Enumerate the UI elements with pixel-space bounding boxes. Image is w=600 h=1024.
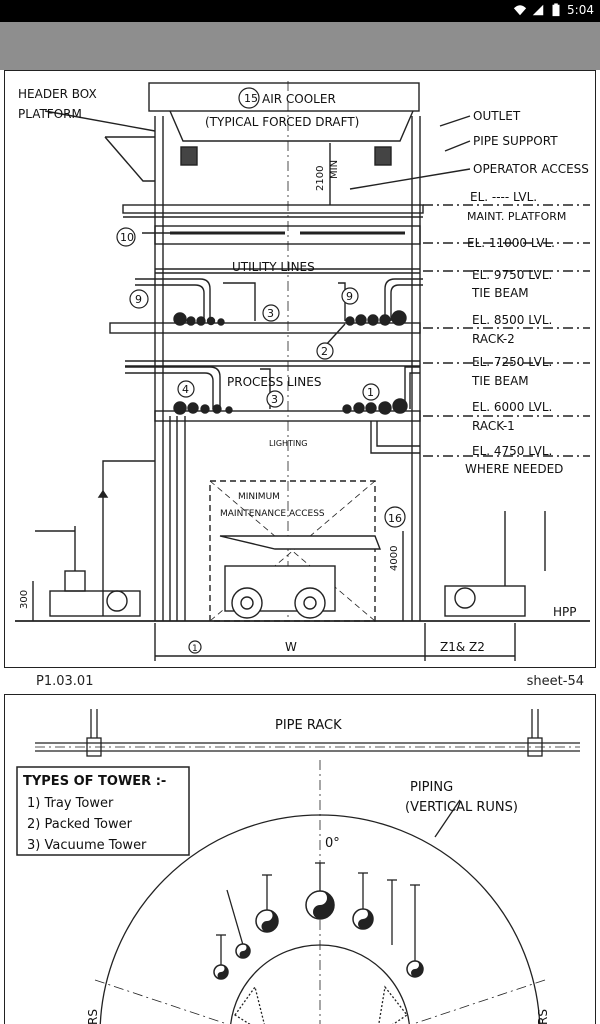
callout-2: 2 — [321, 345, 328, 358]
status-time: 5:04 — [567, 3, 594, 17]
callout-10: 10 — [120, 231, 134, 244]
label-platform: PLATFORM — [18, 107, 82, 121]
side-label-left: RS — [86, 1009, 100, 1024]
label-header-box: HEADER BOX — [18, 87, 97, 101]
callout-9a: 9 — [135, 293, 142, 306]
sheet-footer: P1.03.01 sheet-54 — [0, 674, 600, 690]
tower-type-2: 2) Packed Tower — [27, 817, 133, 832]
label-utility-lines: UTILITY LINES — [232, 260, 315, 274]
label-hpp: HPP — [553, 605, 577, 619]
drawing-sheet-2[interactable]: PIPE RACK PIPING (VERTICAL RUNS) 0° TYPE… — [4, 694, 596, 1024]
label-w: W — [285, 640, 297, 654]
label-tie-beam-1: TIE BEAM — [471, 286, 529, 300]
label-el-8500: EL. 8500 LVL. — [472, 313, 552, 327]
battery-icon — [552, 3, 560, 17]
label-pipe-rack: PIPE RACK — [275, 718, 342, 733]
callout-4: 4 — [182, 383, 189, 396]
dim-300: 300 — [19, 590, 30, 609]
wifi-icon — [513, 5, 527, 16]
sheet-number: sheet-54 — [526, 674, 584, 689]
label-forced-draft: (TYPICAL FORCED DRAFT) — [205, 115, 359, 129]
tower-type-1: 1) Tray Tower — [27, 796, 114, 811]
label-minimum: MINIMUM — [238, 492, 280, 502]
callout-15: 15 — [244, 92, 258, 105]
label-el-9750: EL. 9750 LVL. — [472, 268, 552, 282]
label-air-cooler: AIR COOLER — [262, 92, 336, 106]
label-maint-platform: MAINT. PLATFORM — [467, 210, 566, 223]
callout-1: 1 — [367, 386, 374, 399]
tower-type-3: 3) Vacuume Tower — [27, 838, 147, 853]
tower-types-title: TYPES OF TOWER :- — [23, 774, 166, 789]
dim-min: MIN — [329, 160, 340, 179]
side-label-right: RS — [536, 1009, 550, 1024]
status-bar: 5:04 — [0, 0, 600, 22]
callout-3b: 3 — [271, 393, 278, 406]
drawing-sheet-1[interactable]: HEADER BOX PLATFORM 15 AIR COOLER (TYPIC… — [4, 70, 596, 668]
label-pipe-support: PIPE SUPPORT — [473, 134, 558, 148]
label-vertical-runs: (VERTICAL RUNS) — [405, 800, 518, 815]
label-maintenance-access: MAINTENANCE ACCESS — [220, 509, 325, 519]
signal-icon — [532, 4, 544, 16]
label-operator-access: OPERATOR ACCESS — [473, 162, 589, 176]
label-lighting: LIGHTING — [269, 439, 307, 448]
callout-1-bottom: 1 — [192, 644, 198, 654]
label-rack-2: RACK-2 — [472, 332, 515, 346]
callout-9b: 9 — [346, 290, 353, 303]
label-el-lvl: EL. ---- LVL. — [470, 190, 537, 204]
label-el-7250: EL. 7250 LVL. — [472, 355, 552, 369]
callout-3a: 3 — [267, 307, 274, 320]
label-outlet: OUTLET — [473, 109, 521, 123]
callout-16: 16 — [388, 512, 402, 525]
pipe-rack-elevation-drawing: HEADER BOX PLATFORM 15 AIR COOLER (TYPIC… — [15, 81, 590, 661]
label-z1-z2: Z1& Z2 — [440, 640, 485, 654]
label-zero-degree: 0° — [325, 836, 340, 851]
dim-4000: 4000 — [389, 546, 400, 571]
tower-plan-drawing: PIPE RACK PIPING (VERTICAL RUNS) 0° TYPE… — [16, 709, 580, 1024]
label-piping: PIPING — [410, 780, 453, 795]
dim-2100: 2100 — [315, 166, 326, 191]
status-icons: 5:04 — [513, 3, 594, 17]
label-tie-beam-2: TIE BEAM — [471, 374, 529, 388]
label-rack-1: RACK-1 — [472, 419, 515, 433]
label-process-lines: PROCESS LINES — [227, 375, 321, 389]
label-el-4750: EL. 4750 LVL. — [472, 444, 552, 458]
app-bar — [0, 22, 600, 70]
label-el-6000: EL. 6000 LVL. — [472, 400, 552, 414]
label-where-needed: WHERE NEEDED — [465, 462, 563, 476]
label-el-11000: EL. 11000 LVL. — [467, 236, 555, 250]
drawing-number: P1.03.01 — [36, 674, 94, 689]
